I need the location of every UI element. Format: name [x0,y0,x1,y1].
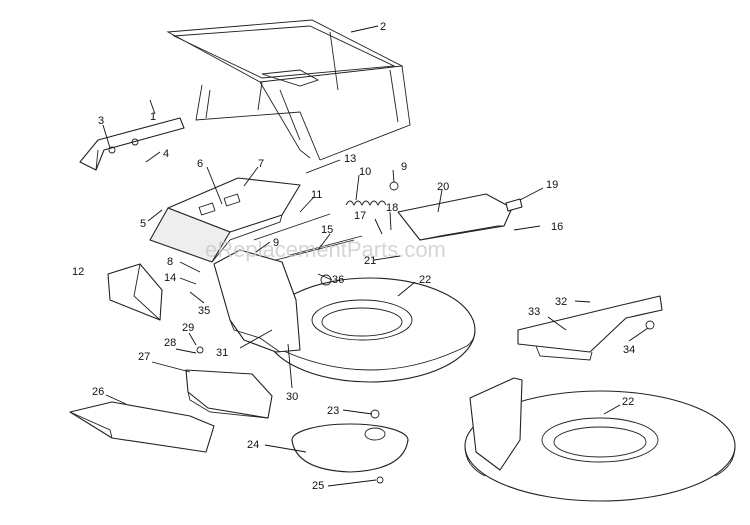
clip-part [505,198,523,212]
callout-label: 8 [167,256,173,268]
cover-part [107,263,163,321]
callout-label: 12 [72,266,84,278]
bowl-part [291,423,409,473]
rail-part [517,295,663,361]
rod-part-2 [267,235,363,263]
callout-label: 22 [622,396,634,408]
callout-label: 20 [437,181,449,193]
callout-label: 7 [258,158,264,170]
callout-label: 21 [364,255,376,267]
callout-label: 5 [140,218,146,230]
callout-label: 28 [164,337,176,349]
bolt-part [196,346,204,354]
bracket-part [79,117,185,171]
callout-label: 10 [359,166,371,178]
callout-label: 19 [546,179,558,191]
callout-label: 23 [327,405,339,417]
bag-frame [166,19,411,161]
callout-label: 36 [332,274,344,286]
callout-label: 18 [386,202,398,214]
callout-label: 13 [344,153,356,165]
callout-label: 31 [216,347,228,359]
callout-label: 34 [623,344,635,356]
spring-part [345,200,387,207]
watermark-text: eReplacementParts.com [205,237,446,262]
chute-part [69,401,215,453]
callout-labels: 1 2 3 4 5 6 7 8 9 9 10 11 12 13 14 15 16… [72,21,635,492]
deflector-part [397,193,513,241]
callout-label: 33 [528,306,540,318]
callout-label: 16 [551,221,563,233]
deck-upper [213,249,476,383]
callout-label: 2 [380,21,386,33]
plate-part [185,369,273,419]
callout-label: 14 [164,272,176,284]
rod-part [253,213,331,241]
callout-label: 9 [273,237,279,249]
callout-label: 11 [311,189,322,201]
callout-label: 17 [354,210,366,222]
callout-label: 35 [198,305,210,317]
deck-lower [464,377,736,502]
callout-label: 25 [312,480,324,492]
leader-lines [102,25,649,487]
callout-label: 30 [286,391,298,403]
callout-label: 3 [98,115,104,127]
nut-part-2 [645,320,655,330]
callout-label: 32 [555,296,567,308]
bolt-part-3 [370,409,380,419]
callout-label: 15 [321,224,333,236]
nut-part [389,181,399,191]
housing-plate [149,177,301,263]
callout-label: 6 [197,158,203,170]
callout-label: 26 [92,386,104,398]
callout-label: 1 [150,111,156,123]
callout-label: 24 [247,439,259,451]
callout-label: 4 [163,148,169,160]
callout-label: 29 [182,322,194,334]
callout-label: 22 [419,274,431,286]
callout-label: 9 [401,161,407,173]
bolt-part-2 [376,476,384,484]
callout-label: 27 [138,351,150,363]
